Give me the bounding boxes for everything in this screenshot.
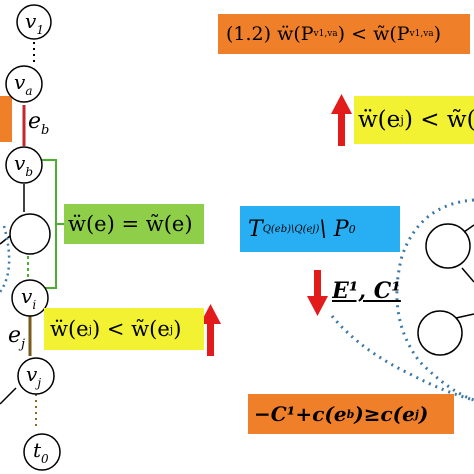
node-v1	[16, 4, 52, 40]
branch-left-mid	[0, 235, 11, 245]
edge-right-bottom	[455, 313, 474, 319]
node-va-label: va	[14, 70, 32, 98]
dotted-region-left	[0, 225, 11, 293]
node-vi-label: vi	[21, 284, 36, 312]
branch-left-bottom	[0, 387, 17, 405]
node-unlabeled	[9, 213, 51, 255]
node-vj	[17, 357, 55, 395]
edge-label-eb: eb	[28, 109, 49, 138]
node-v1-label: v1	[25, 9, 44, 37]
node-vb	[5, 146, 43, 184]
edge-right-mid	[461, 267, 474, 283]
down-arrow	[307, 270, 328, 316]
node-t0	[23, 433, 61, 471]
node-right-top	[425, 223, 471, 269]
up-arrow-bottom	[200, 304, 221, 356]
orange-stub	[0, 96, 12, 142]
up-arrow-right	[331, 94, 352, 146]
edge-label-ej: ej	[8, 323, 25, 352]
edge-right-top	[463, 224, 474, 233]
node-vj-label: vj	[26, 362, 41, 390]
node-vi	[11, 279, 49, 317]
node-vb-label: vb	[14, 151, 33, 179]
node-va	[5, 65, 43, 103]
node-t0-label: t0	[33, 438, 49, 466]
label-e1-c1: E¹, C¹	[332, 278, 401, 304]
box-green-equality: ẅ(e) = w̃(e)	[64, 204, 204, 244]
node-right-bottom	[417, 310, 463, 356]
